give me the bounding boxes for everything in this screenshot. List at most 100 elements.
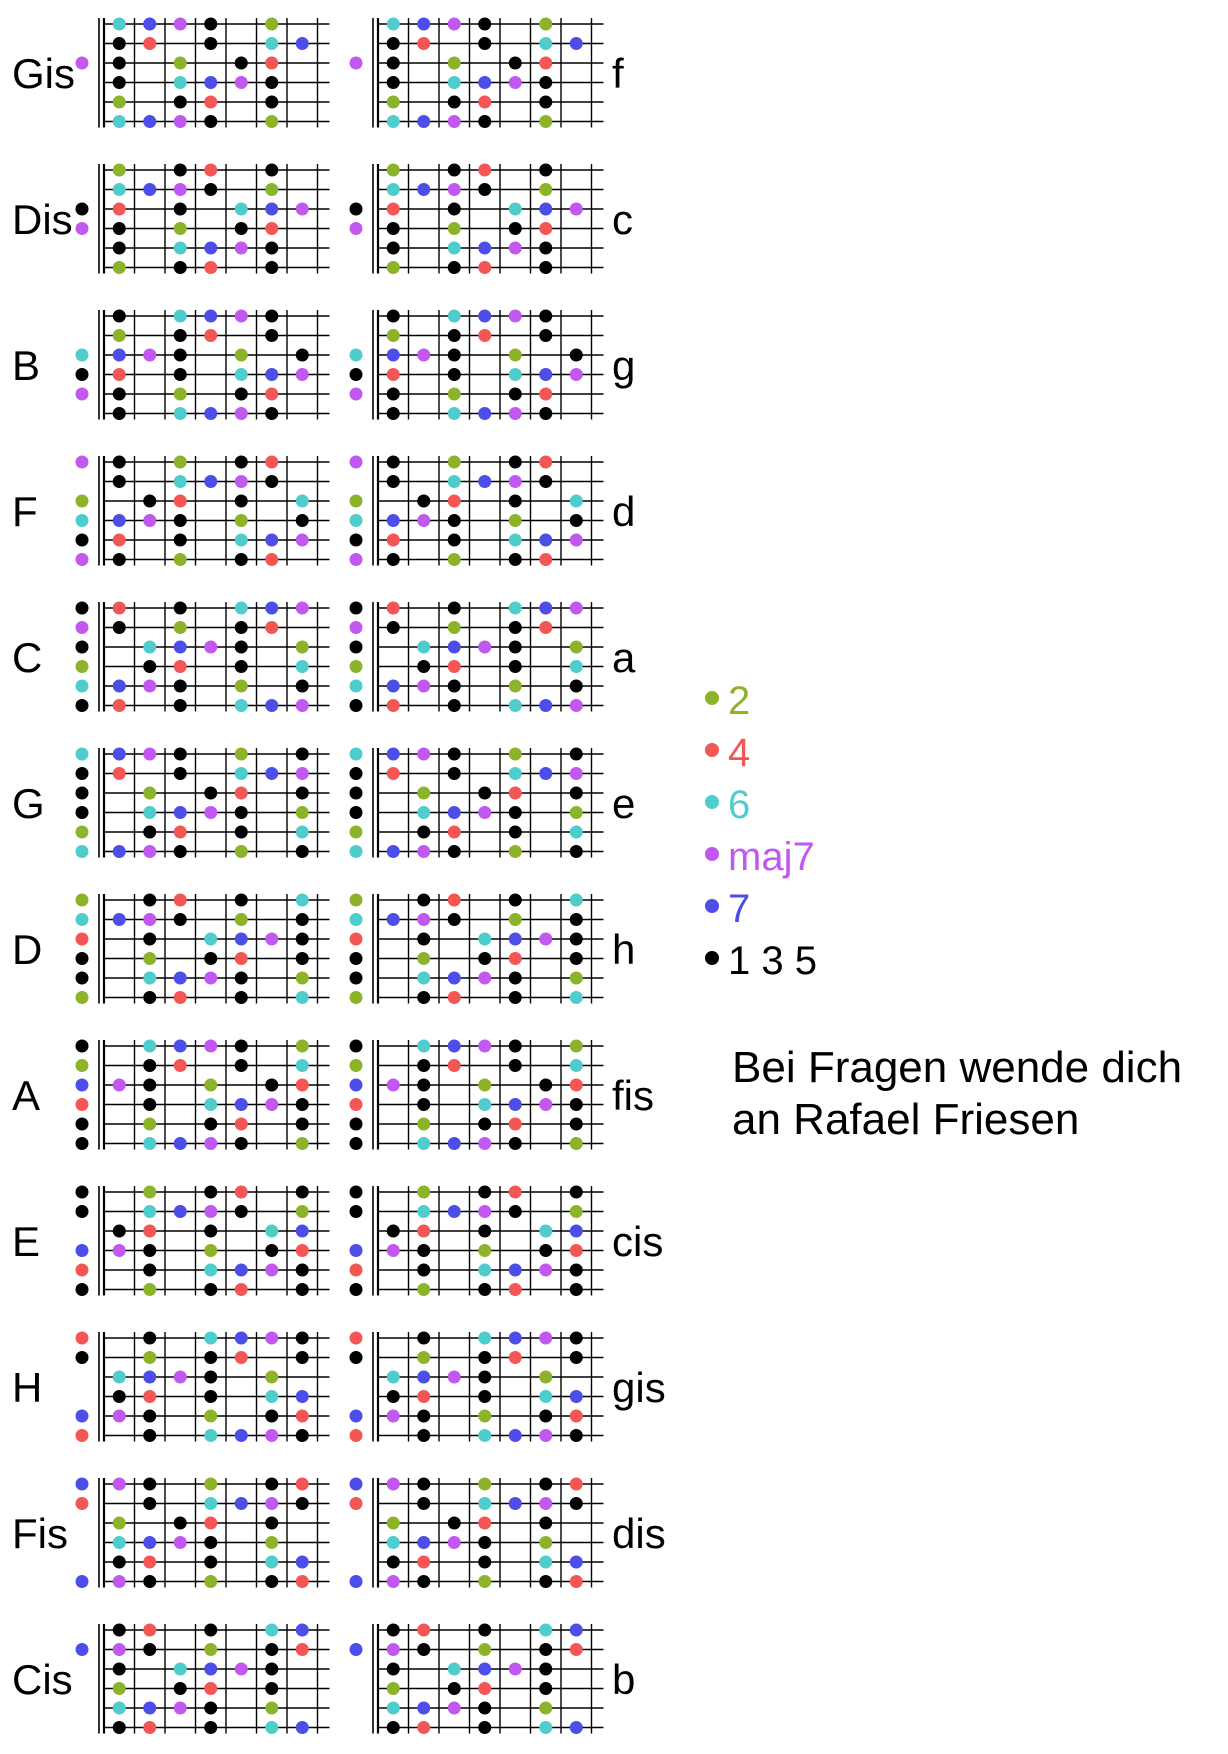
note-dot-chord-tone xyxy=(478,1117,492,1131)
note-dot-6 xyxy=(508,699,522,712)
note-dot-chord-tone xyxy=(173,533,187,547)
note-dot-7 xyxy=(417,1536,431,1549)
note-dot-maj7 xyxy=(143,913,157,926)
note-dot-6 xyxy=(508,601,522,615)
note-dot-2 xyxy=(569,806,583,819)
note-dot-maj7 xyxy=(143,845,157,858)
note-dot-chord-tone xyxy=(349,971,363,985)
note-dot-7 xyxy=(112,845,126,858)
note-dot-2 xyxy=(447,621,461,634)
note-dot-7 xyxy=(75,1244,89,1257)
note-dot-2 xyxy=(295,1205,309,1218)
note-dot-chord-tone xyxy=(75,1137,89,1150)
note-dot-4 xyxy=(508,786,522,800)
note-dot-maj7 xyxy=(539,1429,553,1442)
note-dot-2 xyxy=(508,747,522,761)
note-dot-maj7 xyxy=(569,368,583,381)
note-dot-chord-tone xyxy=(173,601,187,615)
minor-key-label: f xyxy=(612,50,624,97)
minor-key-label: e xyxy=(612,780,635,827)
note-dot-4 xyxy=(349,932,363,946)
major-key-label: Gis xyxy=(12,50,75,97)
note-dot-7 xyxy=(508,1263,522,1277)
note-dot-7 xyxy=(349,1244,363,1257)
note-dot-chord-tone xyxy=(349,202,363,216)
note-dot-4 xyxy=(539,222,553,235)
note-dot-6 xyxy=(386,115,400,128)
note-dot-6 xyxy=(75,514,89,527)
note-dot-chord-tone xyxy=(539,261,553,274)
note-dot-7 xyxy=(386,514,400,527)
note-dot-maj7 xyxy=(75,553,89,566)
note-dot-7 xyxy=(417,1370,431,1384)
note-dot-chord-tone xyxy=(143,1575,157,1588)
note-dot-4 xyxy=(386,368,400,381)
note-dot-chord-tone xyxy=(478,1224,492,1238)
note-dot-chord-tone xyxy=(295,1429,309,1442)
note-dot-chord-tone xyxy=(539,95,553,109)
note-dot-maj7 xyxy=(204,640,218,654)
note-dot-7 xyxy=(386,747,400,761)
note-dot-6 xyxy=(508,767,522,780)
note-dot-7 xyxy=(112,913,126,926)
note-dot-chord-tone xyxy=(143,1059,157,1072)
legend-label: 4 xyxy=(728,731,750,775)
note-dot-chord-tone xyxy=(173,348,187,362)
note-dot-maj7 xyxy=(447,17,461,31)
note-dot-maj7 xyxy=(112,1575,126,1588)
note-dot-2 xyxy=(508,679,522,693)
note-dot-6 xyxy=(295,991,309,1004)
legend-dot xyxy=(705,795,719,809)
note-dot-7 xyxy=(295,1390,309,1403)
note-dot-chord-tone xyxy=(349,786,363,800)
note-dot-chord-tone xyxy=(478,1185,492,1199)
note-dot-2 xyxy=(234,514,248,527)
note-dot-chord-tone xyxy=(569,1117,583,1131)
note-dot-chord-tone xyxy=(349,1117,363,1131)
note-dot-chord-tone xyxy=(508,640,522,654)
note-dot-maj7 xyxy=(295,601,309,615)
note-dot-4 xyxy=(508,1283,522,1296)
note-dot-chord-tone xyxy=(112,222,126,235)
note-dot-4 xyxy=(569,1078,583,1092)
note-dot-7 xyxy=(417,1701,431,1715)
note-dot-7 xyxy=(349,1409,363,1423)
note-dot-7 xyxy=(112,348,126,362)
note-dot-chord-tone xyxy=(234,640,248,654)
note-dot-chord-tone xyxy=(112,387,126,401)
note-dot-chord-tone xyxy=(295,1331,309,1345)
note-dot-chord-tone xyxy=(112,553,126,566)
note-dot-2 xyxy=(478,1244,492,1257)
note-dot-4 xyxy=(295,1643,309,1656)
note-dot-chord-tone xyxy=(569,1185,583,1199)
note-dot-4 xyxy=(539,553,553,566)
note-dot-2 xyxy=(417,1283,431,1296)
note-dot-maj7 xyxy=(265,1331,279,1345)
note-dot-chord-tone xyxy=(508,1137,522,1150)
note-dot-4 xyxy=(417,1721,431,1734)
note-dot-chord-tone xyxy=(143,1098,157,1111)
note-dot-chord-tone xyxy=(295,747,309,761)
note-dot-4 xyxy=(386,202,400,216)
legend-label: 7 xyxy=(728,887,750,931)
minor-key-label: a xyxy=(612,634,636,681)
note-dot-chord-tone xyxy=(569,952,583,965)
note-dot-chord-tone xyxy=(386,621,400,634)
note-dot-maj7 xyxy=(569,202,583,216)
note-dot-maj7 xyxy=(539,1331,553,1345)
note-dot-2 xyxy=(173,455,187,469)
note-dot-maj7 xyxy=(417,913,431,926)
note-dot-2 xyxy=(569,1039,583,1053)
note-dot-2 xyxy=(447,387,461,401)
note-dot-4 xyxy=(447,494,461,508)
note-dot-maj7 xyxy=(508,407,522,420)
note-dot-4 xyxy=(112,202,126,216)
note-dot-chord-tone xyxy=(508,660,522,673)
note-dot-4 xyxy=(569,1477,583,1491)
note-dot-maj7 xyxy=(447,1370,461,1384)
note-dot-6 xyxy=(112,183,126,196)
note-dot-7 xyxy=(204,309,218,323)
note-dot-maj7 xyxy=(349,621,363,634)
note-dot-chord-tone xyxy=(75,1205,89,1218)
note-dot-7 xyxy=(447,971,461,985)
